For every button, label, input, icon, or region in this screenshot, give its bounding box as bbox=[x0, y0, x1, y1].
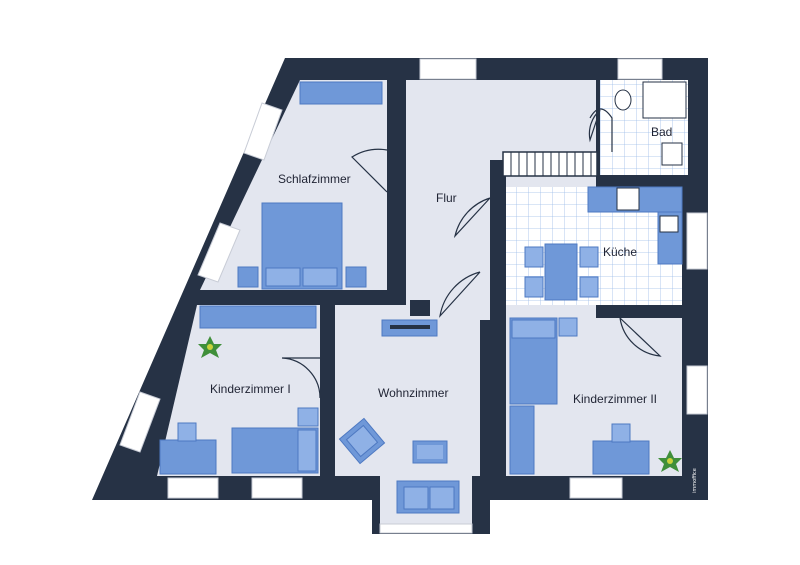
window bbox=[167, 477, 219, 499]
kitchen-sink bbox=[659, 215, 679, 233]
brand-logo: immoffice bbox=[692, 468, 698, 493]
window bbox=[569, 477, 623, 499]
dining-table bbox=[544, 243, 578, 301]
chair bbox=[579, 276, 599, 298]
plant-icon bbox=[198, 336, 222, 358]
armchair bbox=[338, 417, 386, 465]
window bbox=[419, 58, 477, 80]
room-label-bad: Bad bbox=[651, 125, 672, 139]
chair bbox=[524, 276, 544, 298]
desk bbox=[592, 440, 650, 475]
fireplace-slot bbox=[390, 325, 430, 329]
window bbox=[119, 391, 161, 453]
staircase bbox=[502, 108, 613, 177]
window bbox=[686, 212, 708, 270]
wall-segment bbox=[490, 160, 506, 320]
chimney bbox=[410, 300, 430, 316]
wardrobe bbox=[299, 81, 383, 105]
nightstand bbox=[558, 317, 578, 337]
room-label-kinderzimmer1: Kinderzimmer I bbox=[210, 382, 291, 396]
room-label-kinderzimmer2: Kinderzimmer II bbox=[573, 392, 657, 406]
room-label-flur: Flur bbox=[436, 191, 457, 205]
window bbox=[197, 222, 241, 283]
stove bbox=[616, 187, 640, 211]
sofa bbox=[396, 480, 460, 514]
single-bed bbox=[231, 427, 319, 474]
coffee-table-top bbox=[417, 445, 443, 459]
wardrobe bbox=[199, 305, 317, 329]
nightstand bbox=[345, 266, 367, 288]
toilet bbox=[614, 89, 632, 111]
room-label-schlafzimmer: Schlafzimmer bbox=[278, 172, 351, 186]
window bbox=[379, 523, 473, 534]
room-label-wohnzimmer: Wohnzimmer bbox=[378, 386, 448, 400]
window bbox=[617, 58, 663, 80]
desk bbox=[159, 439, 217, 475]
window bbox=[686, 365, 708, 415]
door-swings bbox=[281, 109, 662, 399]
nightstand bbox=[297, 407, 319, 427]
single-bed bbox=[509, 317, 558, 405]
windows bbox=[119, 58, 708, 534]
plant-icon bbox=[658, 450, 682, 472]
shelf bbox=[509, 405, 535, 475]
chair bbox=[579, 246, 599, 268]
wall-segment bbox=[480, 320, 506, 480]
nightstand bbox=[237, 266, 259, 288]
room-label-kueche: Küche bbox=[603, 245, 637, 259]
window bbox=[251, 477, 303, 499]
chair bbox=[524, 246, 544, 268]
shower bbox=[642, 81, 687, 119]
desk-chair bbox=[177, 422, 197, 442]
window bbox=[243, 102, 283, 161]
desk-chair bbox=[611, 423, 631, 443]
sink bbox=[661, 142, 683, 166]
double-bed bbox=[261, 202, 343, 290]
